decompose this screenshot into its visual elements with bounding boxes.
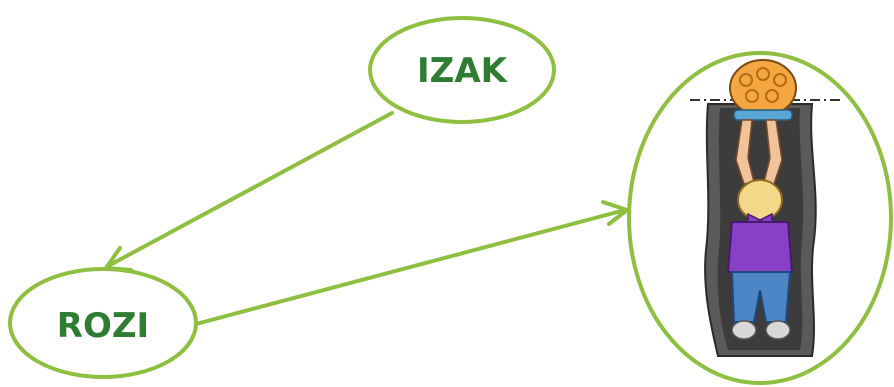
node-izak-ellipse — [368, 16, 556, 124]
node-izak-label: IZAK — [417, 51, 509, 91]
node-rozi: ROZI — [8, 267, 198, 379]
node-rozi-label: ROZI — [57, 306, 149, 346]
girl-head-icon — [737, 179, 783, 221]
arrow-izak-to-rozi-head — [104, 246, 133, 272]
arrow-izak-to-rozi — [104, 111, 394, 272]
arrow-rozi-to-illustration — [194, 200, 629, 326]
node-izak: IZAK — [368, 16, 556, 124]
arrow-izak-to-rozi-line — [106, 111, 394, 268]
arrow-rozi-to-illustration-line — [194, 208, 627, 326]
girl-holding-boy-over-hole-illustration — [690, 59, 842, 357]
shoe-left — [731, 320, 757, 340]
node-illustration — [627, 51, 893, 385]
curly-hair-icon — [739, 67, 787, 103]
girl-shirt — [726, 221, 794, 273]
boy-collar — [733, 109, 793, 121]
arrow-rozi-to-illustration-head — [601, 200, 629, 226]
shoe-right — [765, 320, 791, 340]
